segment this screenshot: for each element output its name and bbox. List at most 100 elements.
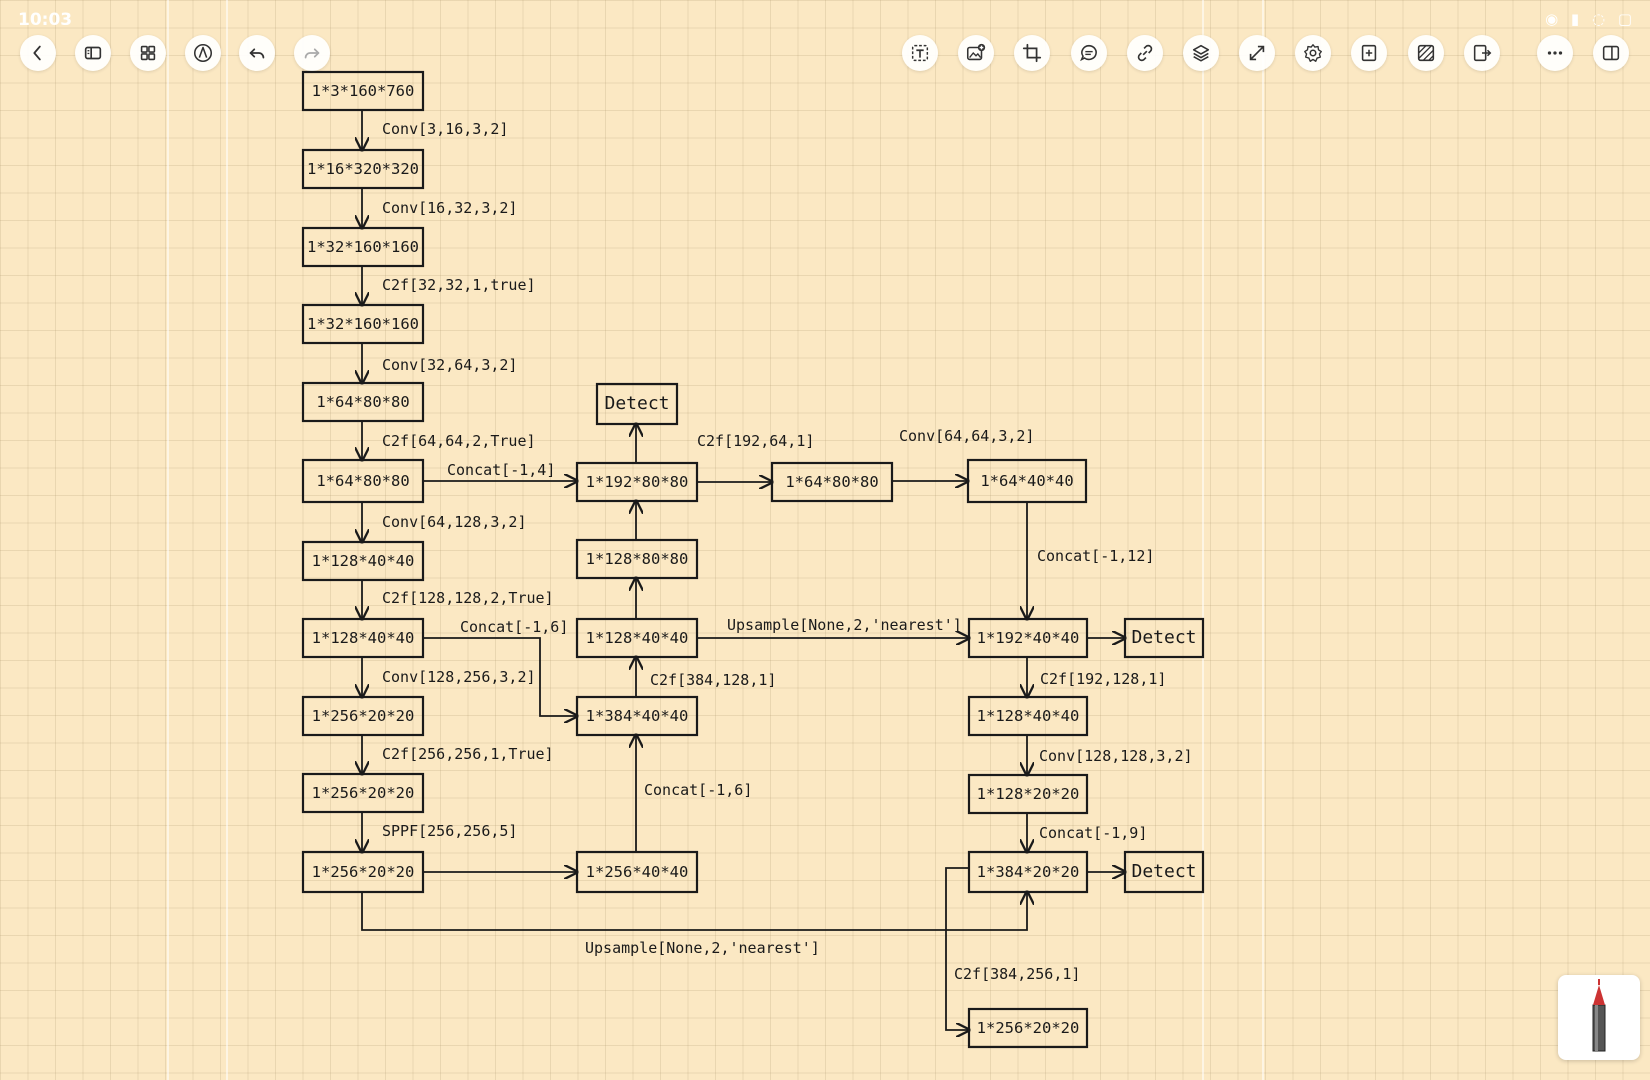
- pen-widget[interactable]: [1558, 975, 1640, 1060]
- crop-icon: [1022, 43, 1042, 63]
- edge-label: C2f[32,32,1,true]: [382, 276, 536, 294]
- edge-arrow: [361, 892, 1027, 931]
- comment-icon: [1080, 44, 1097, 62]
- more-button[interactable]: [1537, 35, 1573, 71]
- edge-label: SPPF[256,256,5]: [382, 822, 517, 840]
- grid-view-button[interactable]: [130, 35, 166, 71]
- edge-label: Concat[-1,12]: [1037, 547, 1154, 565]
- add-page-icon: [1361, 44, 1377, 62]
- detect-node: Detect: [1123, 850, 1205, 894]
- add-page-button[interactable]: [1351, 35, 1387, 71]
- crop-button[interactable]: [1014, 35, 1050, 71]
- redo-icon: [304, 48, 320, 59]
- tensor-node: 1*256*20*20: [967, 1007, 1089, 1049]
- edge-label: C2f[256,256,1,True]: [382, 745, 554, 763]
- tensor-node: 1*192*40*40: [967, 617, 1089, 659]
- pen-icon: [1592, 979, 1606, 1052]
- node-label: 1*3*160*760: [312, 82, 415, 100]
- redo-button[interactable]: [294, 35, 330, 71]
- node-box: [967, 773, 1089, 815]
- edge-label: Conv[128,128,3,2]: [1039, 747, 1193, 765]
- tensor-node: 1*192*80*80: [575, 461, 699, 503]
- tensor-node: 1*16*320*320: [301, 148, 425, 190]
- node-label: 1*128*40*40: [312, 629, 415, 647]
- node-label: 1*128*80*80: [586, 550, 689, 568]
- page-column-divider: [167, 0, 169, 1080]
- edge-label: C2f[192,128,1]: [1040, 670, 1166, 688]
- node-label: 1*64*80*80: [316, 472, 409, 490]
- status-bar: 10:03 ◉ ▮ ◌ ▢: [0, 0, 1650, 40]
- node-box: [301, 381, 425, 423]
- edge-label: C2f[384,256,1]: [954, 965, 1080, 983]
- edge-label: Conv[64,64,3,2]: [899, 427, 1034, 445]
- tensor-node: 1*128*20*20: [967, 773, 1089, 815]
- node-box: [301, 850, 425, 894]
- edge-label: Concat[-1,6]: [460, 618, 568, 636]
- node-box: [575, 461, 699, 503]
- tensor-node: 1*128*80*80: [575, 538, 699, 580]
- tensor-node: 1*384*40*40: [575, 695, 699, 737]
- chevron-left-icon: [33, 45, 41, 61]
- pen-icon: [193, 43, 213, 63]
- node-box: [301, 226, 425, 268]
- expand-icon: [1249, 45, 1265, 61]
- edge-label: C2f[64,64,2,True]: [382, 432, 536, 450]
- tensor-node: 1*256*20*20: [301, 850, 425, 894]
- grid-icon: [140, 45, 156, 61]
- node-label: 1*64*80*80: [316, 393, 409, 411]
- node-box: [595, 382, 679, 426]
- node-label: 1*16*320*320: [307, 160, 419, 178]
- insert-image-button[interactable]: [958, 35, 994, 71]
- settings-button[interactable]: [1295, 35, 1331, 71]
- node-label: 1*384*40*40: [586, 707, 689, 725]
- node-label: 1*192*40*40: [977, 629, 1080, 647]
- node-box: [1123, 850, 1205, 894]
- panel-toggle-button[interactable]: [1593, 35, 1629, 71]
- edge-label: C2f[192,64,1]: [697, 432, 814, 450]
- back-button[interactable]: [20, 35, 56, 71]
- tensor-node: 1*256*20*20: [301, 772, 425, 814]
- export-button[interactable]: [1464, 35, 1500, 71]
- tensor-node: 1*128*40*40: [575, 617, 699, 659]
- undo-button[interactable]: [239, 35, 275, 71]
- tensor-node: 1*32*160*160: [301, 303, 425, 345]
- edge-label: Upsample[None,2,'nearest']: [585, 939, 820, 957]
- pattern-button[interactable]: [1408, 35, 1444, 71]
- text-icon: [911, 44, 929, 62]
- comment-button[interactable]: [1071, 35, 1107, 71]
- layers-icon: [1192, 44, 1210, 62]
- page-column-divider: [1262, 0, 1264, 1080]
- node-label: 1*128*20*20: [977, 785, 1080, 803]
- tensor-node: 1*64*40*40: [966, 458, 1088, 504]
- node-label: 1*128*40*40: [977, 707, 1080, 725]
- status-time: 10:03: [18, 10, 73, 30]
- text-tool-button[interactable]: [902, 35, 938, 71]
- layers-button[interactable]: [1183, 35, 1219, 71]
- edge-label: Concat[-1,4]: [447, 461, 555, 479]
- node-label: Detect: [1131, 627, 1196, 648]
- node-label: 1*192*80*80: [586, 473, 689, 491]
- edge-arrow: [423, 637, 577, 716]
- node-box: [575, 850, 699, 894]
- detect-node: Detect: [595, 382, 679, 426]
- node-label: 1*256*20*20: [312, 784, 415, 802]
- edge-label: C2f[128,128,2,True]: [382, 589, 554, 607]
- node-label: 1*128*40*40: [312, 552, 415, 570]
- tensor-node: 1*384*20*20: [967, 850, 1089, 894]
- node-label: 1*64*80*80: [785, 473, 878, 491]
- node-label: 1*32*160*160: [307, 315, 419, 333]
- node-box: [575, 617, 699, 659]
- node-box: [770, 461, 894, 503]
- edge-label: Concat[-1,9]: [1039, 824, 1147, 842]
- expand-button[interactable]: [1239, 35, 1275, 71]
- tensor-node: 1*128*40*40: [967, 695, 1089, 737]
- link-button[interactable]: [1127, 35, 1163, 71]
- node-box: [575, 538, 699, 580]
- panel-icon: [1602, 45, 1620, 61]
- node-label: 1*256*40*40: [586, 863, 689, 881]
- node-box: [301, 148, 425, 190]
- sidebar-toggle-button[interactable]: [75, 35, 111, 71]
- pen-tool-button[interactable]: [185, 35, 221, 71]
- export-icon: [1473, 44, 1492, 62]
- edges-layer: [362, 110, 1125, 1030]
